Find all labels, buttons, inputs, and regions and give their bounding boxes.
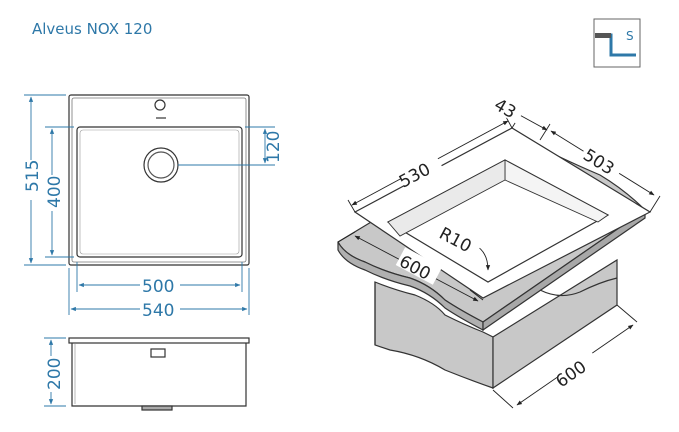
- side-view: [68, 337, 250, 411]
- product-title: Alveus NOX 120: [32, 20, 153, 38]
- dim-drain-offset: 120: [264, 131, 284, 163]
- dim-outer-height: 515: [23, 160, 43, 192]
- dim-outer-width: 540: [142, 301, 174, 321]
- dim-depth: 200: [45, 358, 65, 390]
- top-view: [68, 94, 250, 266]
- dim-bowl-height: 400: [45, 176, 65, 208]
- drain-siphon-icon: S: [593, 18, 641, 68]
- badge-letter: S: [626, 29, 634, 43]
- top-view-dimensions: [24, 94, 275, 315]
- dim-bowl-width: 500: [142, 277, 174, 297]
